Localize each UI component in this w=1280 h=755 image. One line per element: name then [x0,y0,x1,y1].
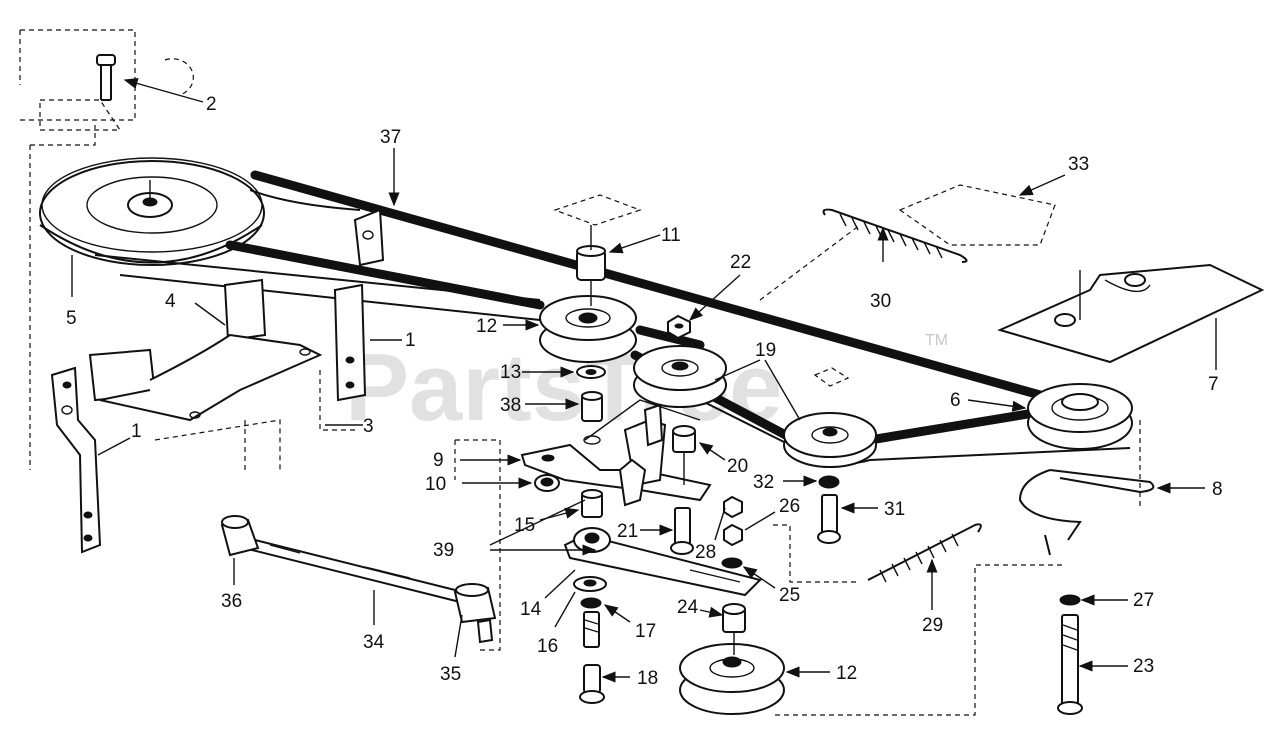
label-part-23: 23 [1133,656,1154,677]
label-part-25: 25 [779,585,800,606]
spacer-part-20 [672,425,696,485]
idler-pulley-part-12-upper [539,280,637,363]
bolt-part-31 [817,494,841,544]
rod-end-part-36 [220,515,260,557]
label-part-1-upper: 1 [405,330,416,351]
label-part-5: 5 [66,308,77,329]
label-part-6: 6 [950,390,961,411]
label-part-3: 3 [363,416,374,437]
spring-part-30 [822,208,968,263]
nut-part-22 [667,314,691,340]
washer-part-13 [576,365,606,379]
washer-part-27 [1059,594,1081,606]
label-part-10: 10 [425,474,446,495]
label-part-4: 4 [165,291,176,312]
washer-part-32 [818,475,840,489]
bolt-part-17-shaft [583,611,600,648]
label-part-14: 14 [520,599,542,620]
label-part-32: 32 [753,472,774,493]
bracket-part-33 [759,184,1056,301]
label-part-21: 21 [617,521,638,542]
nut-part-10 [534,474,560,492]
label-part-11: 11 [661,225,681,246]
label-part-2: 2 [206,94,217,115]
label-part-20: 20 [727,456,748,477]
label-part-12-lower: 12 [836,663,857,684]
washer-part-16 [573,576,607,592]
label-part-18: 18 [637,668,658,689]
retainer-clip-part-8 [1018,469,1155,556]
bracket-part-1-lower [50,366,102,554]
label-part-9: 9 [433,450,444,471]
bolt-part-2 [96,54,116,101]
label-part-36: 36 [221,591,242,612]
lockwasher-part-17 [580,597,602,609]
pulley-part-19-right [783,367,877,468]
nut-part-26 [723,523,743,547]
bolt-part-23 [1057,614,1083,715]
pulley-part-19-left [633,345,727,408]
frame-bracket-reference [19,29,194,470]
label-part-19: 19 [755,340,776,361]
bracket-part-1-upper [333,208,385,402]
label-part-22: 22 [730,252,751,273]
label-part-30: 30 [870,291,891,312]
bracket-part-4 [88,278,355,470]
label-part-15: 15 [514,515,535,536]
label-part-8: 8 [1212,479,1223,500]
label-part-31: 31 [884,499,905,520]
label-part-12-upper: 12 [476,316,497,337]
label-part-29: 29 [922,615,943,636]
idler-pulley-part-12-lower [679,632,785,715]
label-part-28: 28 [695,542,716,563]
label-part-34: 34 [363,632,385,653]
dashed-leader-lines [454,420,1141,716]
label-part-7: 7 [1208,374,1219,395]
mounting-plate-part-7 [997,263,1265,364]
label-part-13: 13 [500,362,521,383]
bushing-part-15 [581,489,603,518]
label-part-17: 17 [635,621,656,642]
label-part-37: 37 [380,127,401,148]
spacer-part-11 [553,194,642,281]
rod-end-part-35 [453,583,497,644]
label-part-24: 24 [677,597,699,618]
spacer-part-24 [722,603,746,633]
label-part-33: 33 [1068,154,1089,175]
watermark-trademark: TM [925,332,948,349]
pulley-part-6 [1027,383,1133,450]
washer-part-25 [721,557,743,569]
spring-part-29 [867,523,982,583]
bushing-part-38 [581,391,603,445]
label-part-1-lower: 1 [131,421,142,442]
bolt-part-18 [579,664,605,704]
label-part-16: 16 [537,636,558,657]
leader-arrows [71,78,1217,683]
label-part-35: 35 [440,664,461,685]
nut-part-28 [723,495,743,519]
bolt-part-21 [670,507,694,555]
label-part-39: 39 [433,540,454,561]
label-part-38: 38 [500,395,521,416]
label-part-26: 26 [779,496,800,517]
callout-labels: 2 37 5 4 1 3 1 11 12 13 38 9 10 15 39 14… [66,94,1223,689]
label-part-27: 27 [1133,590,1154,611]
engine-pulley-part-5 [39,157,265,266]
